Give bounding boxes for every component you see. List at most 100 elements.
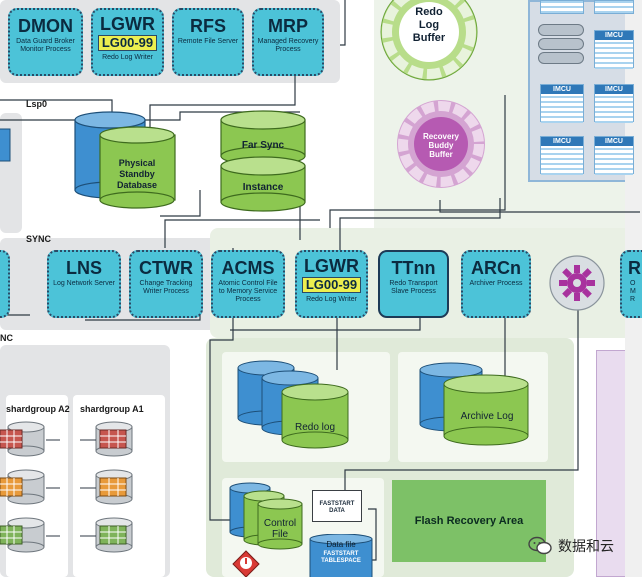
wechat-icon bbox=[528, 536, 552, 555]
connector-line bbox=[329, 95, 506, 228]
data-file-cylinder bbox=[309, 534, 373, 577]
physical-standby-label: Physical Standby Database bbox=[116, 158, 158, 190]
rfs-desc: Remote File Server bbox=[177, 38, 239, 45]
watermark: 数据和云 bbox=[528, 536, 614, 556]
imcu-label: IMCU bbox=[595, 31, 633, 40]
archive-log-files bbox=[419, 362, 529, 446]
disk-stack-item bbox=[538, 38, 584, 50]
watermark-text: 数据和云 bbox=[558, 538, 614, 554]
archive-log-label: Archive Log bbox=[460, 411, 514, 422]
far-sync-instance bbox=[220, 110, 306, 212]
data-file-label: Data file bbox=[326, 540, 356, 549]
mrp-desc: Managed Recovery Process bbox=[257, 38, 319, 53]
nc-label: NC bbox=[0, 333, 13, 343]
shard-databases bbox=[0, 421, 133, 553]
imcu-block bbox=[594, 0, 634, 14]
redo-log-files bbox=[237, 360, 349, 449]
rfs-process[interactable]: RFS Remote File Server bbox=[172, 8, 244, 76]
dmon-desc: Data Guard Broker Monitor Process bbox=[16, 38, 75, 53]
shard-db-green-a1 bbox=[95, 517, 133, 553]
lgwr-top-tag: LG00-99 bbox=[97, 35, 158, 51]
recovery-buddy-label: Recovery Buddy Buffer bbox=[422, 132, 460, 159]
lgwr-main-tag: LG00-99 bbox=[301, 277, 362, 293]
imcu-label: IMCU bbox=[595, 85, 633, 94]
shard-db-red-a1 bbox=[95, 421, 133, 457]
redo-log-buffer-label: Redo Log Buffer bbox=[412, 6, 446, 44]
green-cylinder bbox=[99, 126, 176, 209]
ttnn-desc: Redo Transport Slave Process bbox=[389, 280, 438, 295]
partial-process-left[interactable] bbox=[0, 250, 10, 318]
faststart-data-doc: FASTSTART DATA bbox=[312, 490, 362, 522]
shardgroup-a1-label: shardgroup A1 bbox=[80, 404, 144, 414]
connector-line bbox=[344, 285, 579, 492]
imcu-label: IMCU bbox=[595, 137, 633, 146]
connector-line bbox=[439, 200, 640, 213]
disk-stack-item bbox=[538, 52, 584, 64]
ctwr-process[interactable]: CTWR Change Tracking Writer Process bbox=[129, 250, 203, 318]
ctwr-desc: Change Tracking Writer Process bbox=[139, 280, 193, 295]
imcu-block: IMCU bbox=[540, 136, 584, 175]
r-partial-name: R bbox=[628, 258, 641, 278]
connector-line bbox=[160, 190, 201, 217]
lgwr-main-process[interactable]: LGWR LG00-99 Redo Log Writer bbox=[295, 250, 368, 318]
shardgroup-a2-label: shardgroup A2 bbox=[6, 404, 70, 414]
lgwr-main-name: LGWR bbox=[304, 256, 359, 276]
recovery-buddy-buffer bbox=[397, 100, 485, 188]
arcn-desc: Archiver Process bbox=[469, 280, 523, 287]
connector-line bbox=[340, 0, 346, 46]
faststart-tablespace-label: FASTSTART TABLESPACE bbox=[321, 551, 361, 564]
shard-db-orange-a2 bbox=[0, 469, 45, 505]
shard-db-green-a2 bbox=[0, 517, 45, 553]
flash-recovery-area: Flash Recovery Area bbox=[392, 480, 546, 562]
imcu-block: IMCU bbox=[540, 84, 584, 123]
physical-standby-database bbox=[74, 111, 176, 209]
lgwr-top-process[interactable]: LGWR LG00-99 Redo Log Writer bbox=[91, 8, 164, 76]
alert-icon bbox=[232, 550, 260, 577]
lgwr-top-name: LGWR bbox=[100, 14, 155, 34]
arcn-process[interactable]: ARCn Archiver Process bbox=[461, 250, 531, 318]
imcu-label: IMCU bbox=[541, 85, 583, 94]
rfs-name: RFS bbox=[190, 16, 226, 36]
imcu-block bbox=[540, 0, 584, 14]
connector-line bbox=[339, 198, 501, 250]
imcu-label: IMCU bbox=[541, 137, 583, 146]
acms-name: ACMS bbox=[221, 258, 275, 278]
sync-label: SYNC bbox=[26, 234, 52, 244]
imcu-block: IMCU bbox=[594, 84, 634, 123]
control-file-label: Control File bbox=[263, 518, 297, 540]
faststart-data-label: FASTSTART DATA bbox=[319, 501, 355, 514]
instance-label: Instance bbox=[242, 182, 284, 193]
disk-stack-item bbox=[538, 24, 584, 36]
shard-db-orange-a1 bbox=[95, 469, 133, 505]
gear-icon[interactable] bbox=[548, 254, 606, 312]
mrp-name: MRP bbox=[268, 16, 308, 36]
ttnn-name: TTnn bbox=[391, 258, 436, 278]
lns-process[interactable]: LNS Log Network Server bbox=[47, 250, 121, 318]
lns-name: LNS bbox=[66, 258, 102, 278]
control-file bbox=[229, 482, 303, 550]
partial-cylinder bbox=[0, 128, 11, 162]
ctwr-name: CTWR bbox=[139, 258, 193, 278]
lns-desc: Log Network Server bbox=[53, 280, 115, 287]
shard-db-red-a2 bbox=[0, 421, 45, 457]
ttnn-process[interactable]: TTnn Redo Transport Slave Process bbox=[378, 250, 449, 318]
imcu-block: IMCU bbox=[594, 136, 634, 175]
dmon-name: DMON bbox=[18, 16, 73, 36]
r-partial-desc: O M R bbox=[630, 280, 636, 303]
connector-line bbox=[164, 219, 320, 248]
partial-process-right[interactable]: R O M R bbox=[620, 250, 642, 318]
acms-process[interactable]: ACMS Atomic Control File to Memory Servi… bbox=[211, 250, 285, 318]
lsp0-label: Lsp0 bbox=[26, 99, 48, 109]
mrp-process[interactable]: MRP Managed Recovery Process bbox=[252, 8, 324, 76]
lgwr-top-desc: Redo Log Writer bbox=[102, 54, 153, 61]
lgwr-main-desc: Redo Log Writer bbox=[306, 296, 357, 303]
dmon-process[interactable]: DMON Data Guard Broker Monitor Process bbox=[8, 8, 83, 76]
connector-line bbox=[0, 99, 113, 112]
redo-log-buffer bbox=[380, 0, 478, 81]
redo-log-label: Redo log bbox=[294, 422, 336, 433]
flash-recovery-label: Flash Recovery Area bbox=[414, 515, 524, 527]
imcu-block: IMCU bbox=[594, 30, 634, 69]
acms-desc: Atomic Control File to Memory Service Pr… bbox=[218, 280, 278, 303]
arcn-name: ARCn bbox=[471, 258, 521, 278]
